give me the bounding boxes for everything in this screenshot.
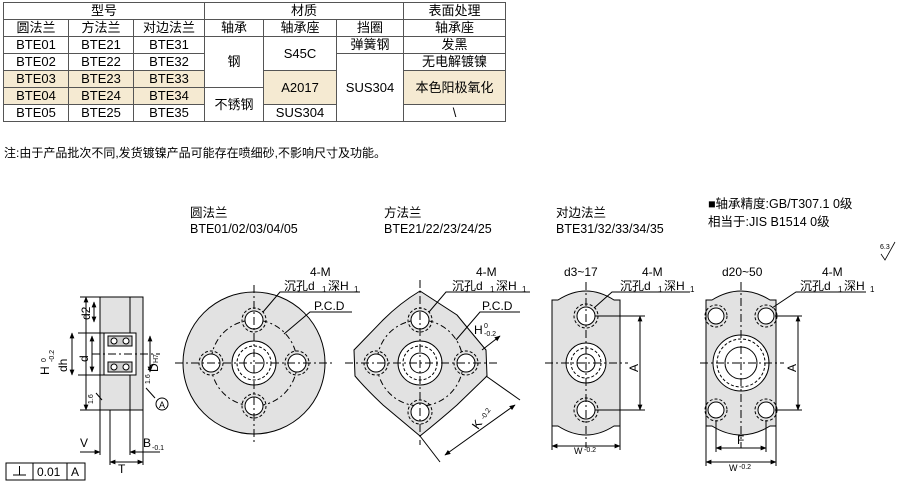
round-counterbore: 沉孔d: [284, 279, 315, 293]
flat-small-counterbore: 沉孔d: [620, 279, 651, 293]
finish-anodize: 本色阳极氧化: [403, 70, 506, 105]
square-four-m: 4-M: [476, 265, 497, 279]
square-h-tol-up: 0: [484, 323, 488, 330]
round-models: BTE01/02/03/04/05: [190, 222, 298, 236]
dim-dh: dh: [56, 359, 70, 372]
housing-sus304: SUS304: [263, 104, 337, 122]
rough-1: 1.6: [145, 374, 152, 384]
dim-b: B: [143, 436, 151, 450]
flat-large-range: d20~50: [722, 265, 763, 279]
housing-a2017: A2017: [263, 70, 337, 105]
dim-dh7-sub: H7: [153, 354, 160, 363]
header-finish: 表面处理: [403, 2, 506, 20]
dim-b-tol: -0.1: [152, 445, 164, 452]
flat-large-w-tol-down: -0.2: [739, 464, 751, 471]
flat-large-depth-sub: 1: [870, 285, 875, 294]
square-h: H: [474, 323, 483, 337]
flat-large-counterbore: 沉孔d: [800, 279, 831, 293]
bearing-steel: 钢: [204, 36, 264, 88]
header-material: 材质: [204, 2, 404, 20]
cell: BTE21: [68, 36, 134, 54]
cell: BTE35: [133, 104, 205, 122]
tolerance-datum: A: [71, 465, 79, 479]
flat-small-range: d3~17: [564, 265, 598, 279]
flat-large-w: W: [729, 463, 738, 473]
flat-small-w-tol-down: -0.2: [584, 447, 596, 454]
flat-models: BTE31/32/33/34/35: [556, 222, 664, 236]
ring-sus304: SUS304: [336, 53, 404, 122]
round-flange-view: [175, 285, 360, 442]
flat-large-depth: 深H: [844, 279, 865, 293]
flat-small-w: W: [574, 446, 583, 456]
cell: BTE31: [133, 36, 205, 54]
sub-ring: 挡圈: [336, 19, 404, 37]
datum-a: A: [159, 400, 165, 410]
round-title: 圆法兰: [190, 206, 228, 220]
cell: BTE02: [3, 53, 69, 71]
note-text: 注:由于产品批次不同,发货镀镍产品可能存在喷细砂,不影响尺寸及功能。: [4, 146, 387, 160]
dim-v: V: [80, 436, 88, 450]
flat-small-counterbore-sub: 1: [658, 285, 663, 294]
ring-spring-steel: 弹簧钢: [336, 36, 404, 54]
square-counterbore: 沉孔d: [452, 279, 483, 293]
round-depth: 深H: [328, 279, 349, 293]
side-view: [69, 296, 169, 465]
tolerance-frame: [5, 462, 86, 481]
flat-title: 对边法兰: [556, 206, 607, 220]
flat-small-a: A: [627, 364, 641, 372]
dim-t: T: [118, 462, 126, 476]
flat-flange-small-view: [545, 282, 690, 450]
flat-large-a: A: [785, 364, 799, 372]
square-pcd: P.C.D: [482, 299, 513, 313]
square-models: BTE21/22/23/24/25: [384, 222, 492, 236]
square-k-tol: -0.2: [480, 407, 493, 421]
dim-d2: d2: [79, 306, 93, 320]
cell: BTE05: [3, 104, 69, 122]
tolerance-value: 0.01: [37, 465, 61, 479]
round-four-m: 4-M: [310, 265, 331, 279]
sub-square: 方法兰: [68, 19, 134, 37]
cell: BTE23: [68, 70, 134, 88]
bearing-stainless: 不锈钢: [204, 87, 264, 122]
header-model: 型号: [3, 2, 205, 20]
dim-dh7: D: [147, 363, 161, 372]
square-counterbore-sub: 1: [490, 285, 495, 294]
flat-flange-large-view: [700, 241, 896, 466]
dim-d: d: [77, 355, 91, 362]
square-depth: 深H: [496, 279, 517, 293]
spec-table: 型号 材质 表面处理 圆法兰 方法兰 对边法兰 轴承 轴承座 挡圈 轴承座 BT…: [3, 2, 506, 122]
flat-large-four-m: 4-M: [822, 265, 843, 279]
cell: BTE04: [3, 87, 69, 105]
dim-h-tol-up: 0: [41, 358, 48, 362]
rough-2: 1.6: [88, 394, 95, 404]
sub-bearing: 轴承: [204, 19, 264, 37]
round-counterbore-sub: 1: [322, 285, 327, 294]
square-h-tol-down: -0.2: [484, 331, 496, 338]
square-flange-view: [345, 280, 530, 463]
precision-line2: 相当于:JIS B1514 0级: [708, 215, 830, 229]
flat-small-four-m: 4-M: [642, 265, 663, 279]
flat-large-counterbore-sub: 1: [838, 285, 843, 294]
flat-large-f: F: [737, 433, 744, 447]
precision-line1: ■轴承精度:GB/T307.1 0级: [708, 197, 853, 211]
dim-h-tol-down: -0.2: [49, 350, 56, 362]
square-depth-sub: 1: [522, 285, 527, 294]
sub-flat: 对边法兰: [133, 19, 205, 37]
round-depth-sub: 1: [354, 285, 359, 294]
cell: BTE03: [3, 70, 69, 88]
finish-none: \: [403, 104, 506, 122]
flat-small-depth: 深H: [664, 279, 685, 293]
surface-roughness: 6.3: [880, 244, 890, 251]
round-pcd: P.C.D: [314, 299, 345, 313]
dim-h: H: [38, 366, 52, 375]
flat-small-depth-sub: 1: [690, 285, 695, 294]
square-title: 方法兰: [384, 206, 422, 220]
